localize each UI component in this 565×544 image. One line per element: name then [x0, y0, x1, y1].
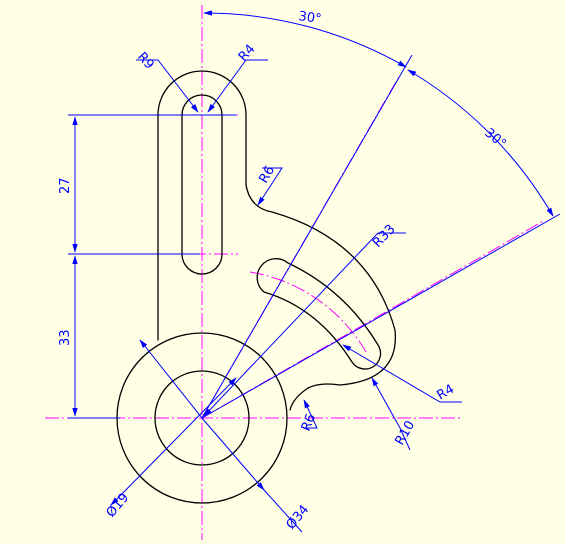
- dimension-lines: [68, 10, 561, 533]
- leader-dia34-line: [139, 339, 265, 491]
- angle-arc-upper: [203, 10, 407, 68]
- vertical-slot: [181, 94, 223, 275]
- label-r6-top: R6: [256, 164, 278, 186]
- label-27: 27: [58, 177, 73, 194]
- leader-dia19: [110, 377, 237, 506]
- label-r6-bottom: R6: [299, 412, 319, 434]
- arc-slot: [256, 258, 382, 370]
- label-r4-right: R4: [435, 382, 457, 404]
- leader-r6-bottom: [303, 399, 318, 429]
- lower-fillet-outline: [289, 387, 309, 411]
- angle-arc-lower: [407, 69, 554, 217]
- leader-r4-top: [207, 59, 268, 113]
- leader-dia34-tail: [263, 489, 303, 533]
- label-r4-top: R4: [236, 42, 259, 65]
- label-33: 33: [58, 329, 73, 346]
- part-outline: [116, 70, 396, 504]
- center-lines: [45, 5, 546, 540]
- arc-slot-center-line: [249, 271, 367, 353]
- arc-lobe-outline: [245, 184, 396, 389]
- label-r9: R9: [134, 50, 157, 73]
- label-dia34: Ø34: [284, 502, 313, 532]
- leader-r6-top: [257, 167, 283, 206]
- leader-r9: [136, 59, 199, 113]
- leader-r10: [371, 377, 411, 451]
- label-angle-upper: 30°: [297, 9, 322, 27]
- leader-r4-right: [342, 344, 462, 403]
- upper-arm-outline: [157, 70, 247, 341]
- label-r10: R10: [392, 418, 418, 448]
- label-r33: R33: [370, 222, 399, 251]
- leader-r33: [203, 232, 406, 417]
- label-dia19: Ø19: [104, 490, 133, 520]
